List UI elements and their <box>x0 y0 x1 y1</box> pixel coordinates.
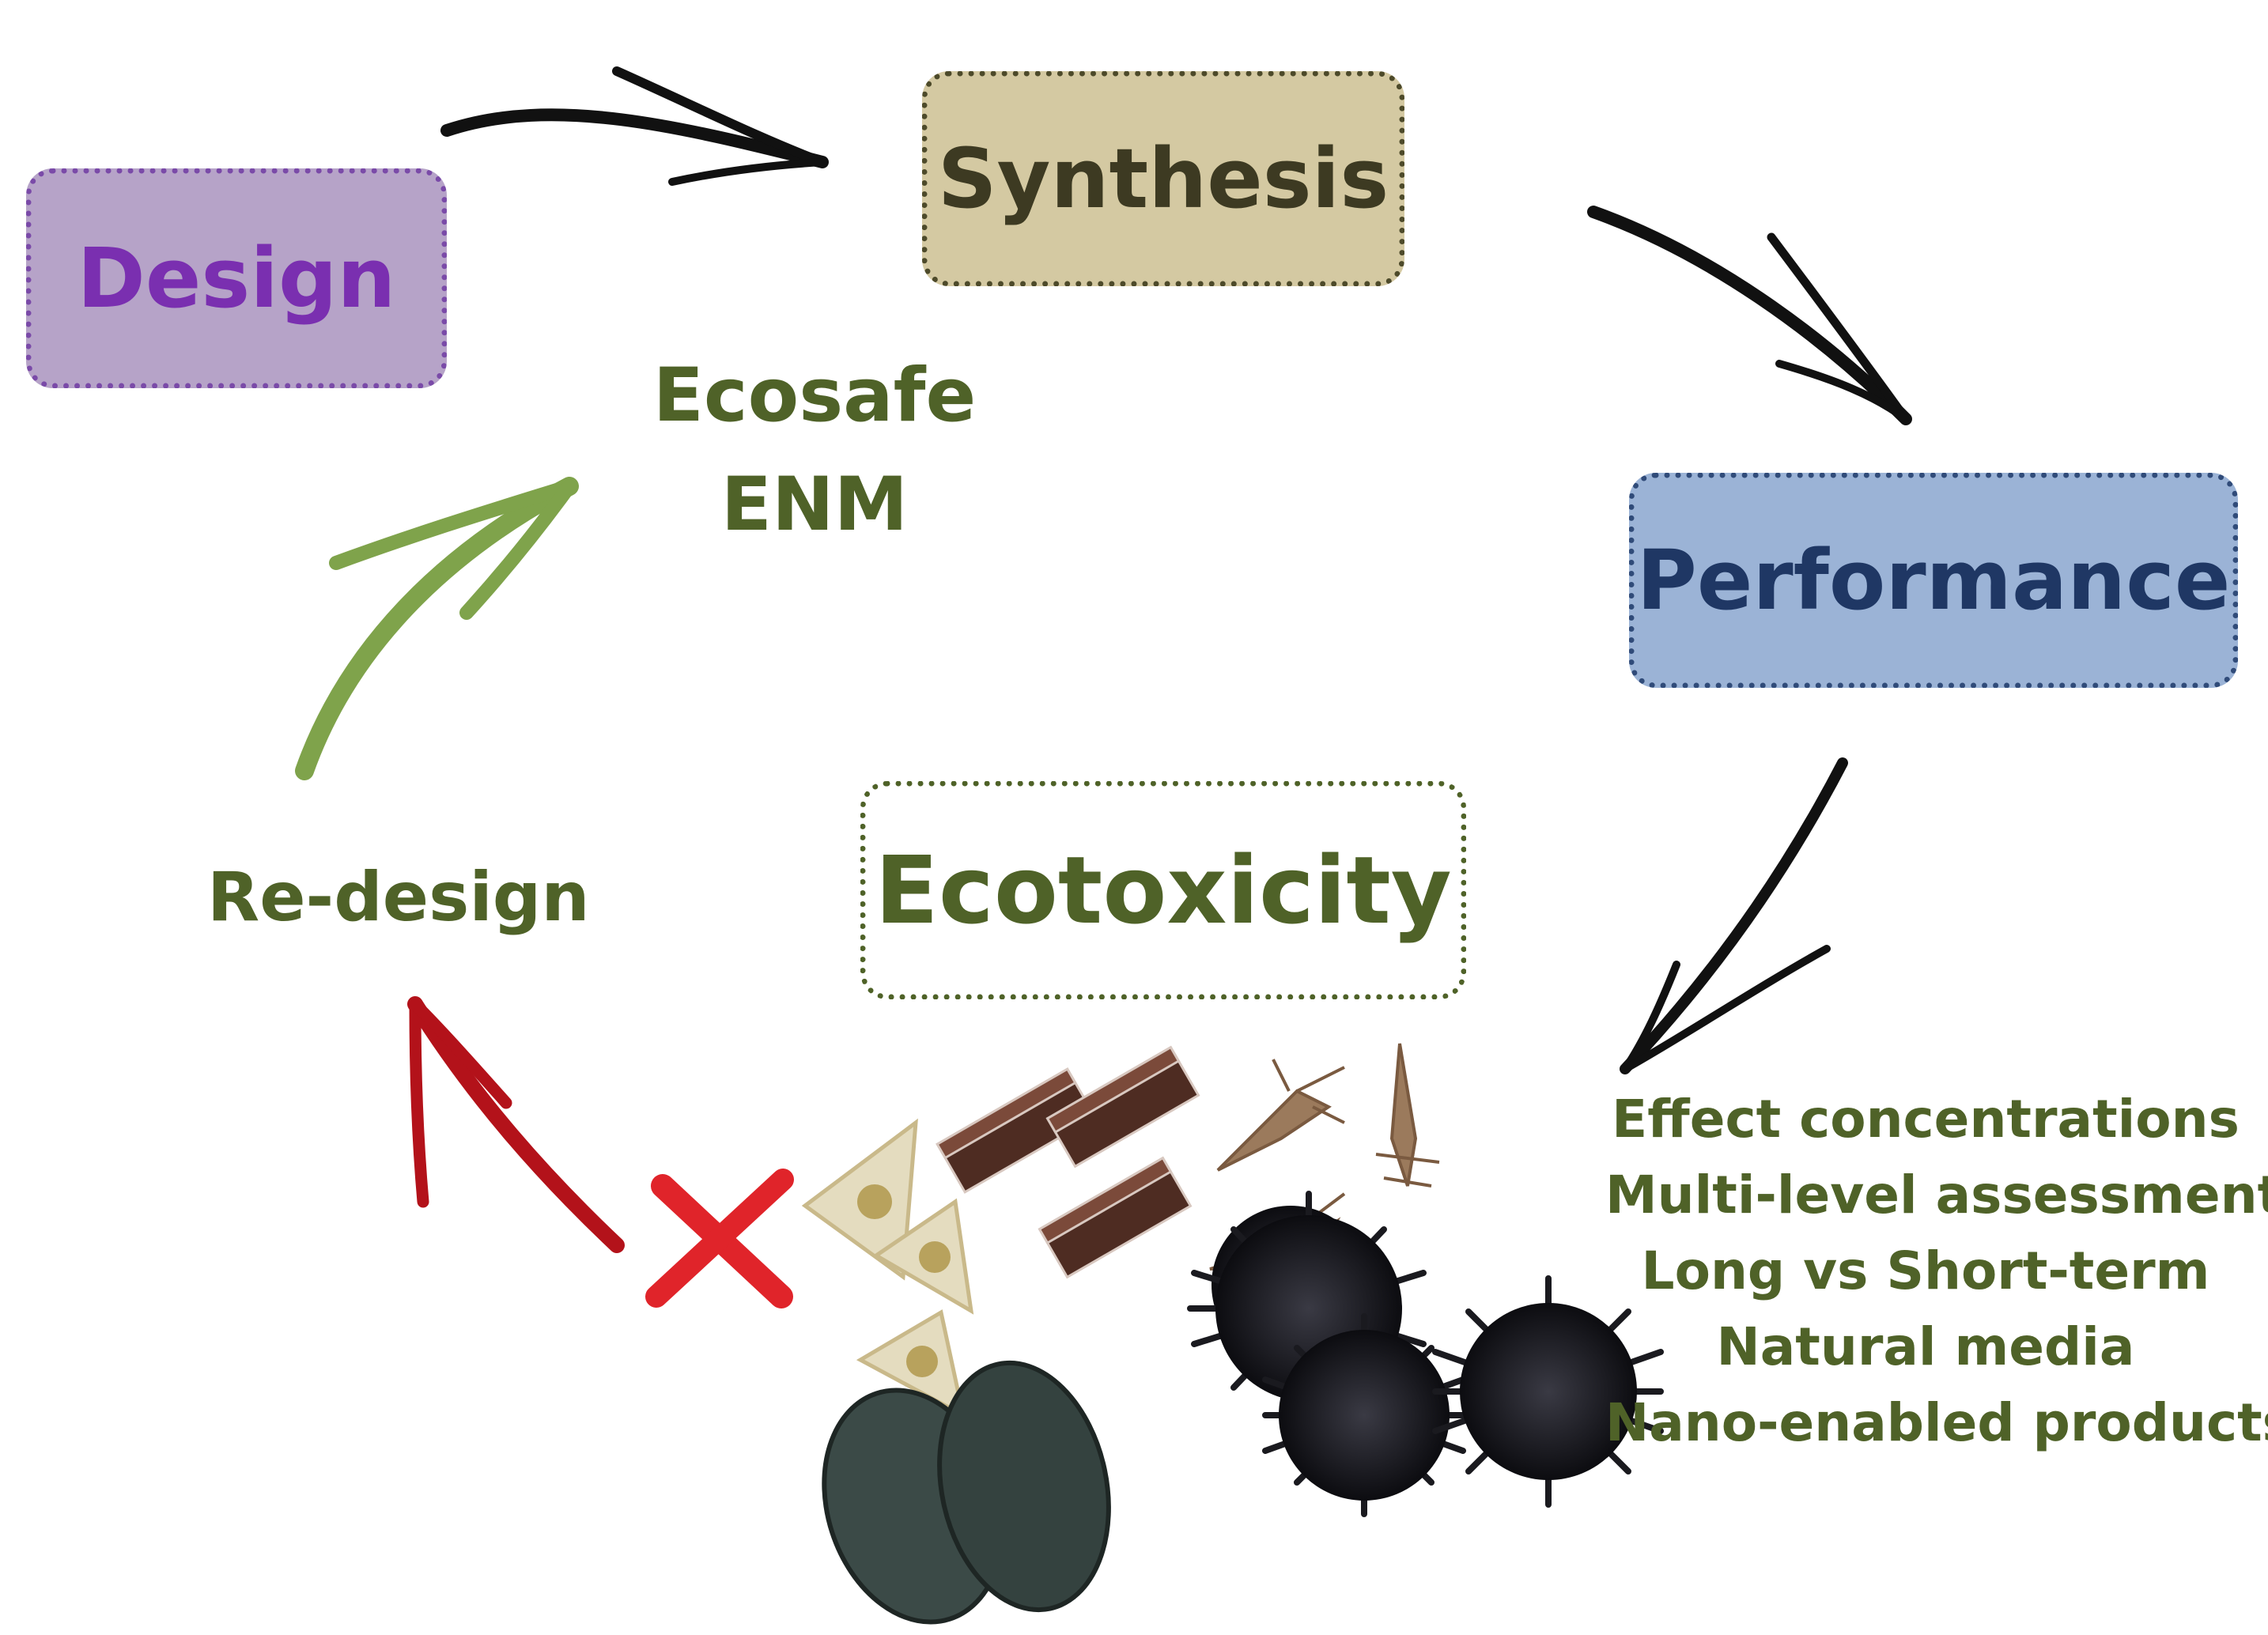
performance-box: Performance <box>1629 473 2238 688</box>
consideration-item: Nano-enabled products <box>1605 1392 2268 1453</box>
arrow-design-to-synthesis <box>440 66 829 186</box>
consideration-item: Effect concentrations <box>1612 1089 2240 1150</box>
diatom-icon <box>801 1118 974 1419</box>
mussel-icon <box>822 1360 1111 1625</box>
redesign-label: Re-design <box>207 858 590 937</box>
sea-urchin-icon <box>1187 1191 1664 1517</box>
consideration-item: Long vs Short-term <box>1641 1240 2210 1301</box>
synthesis-label: Synthesis <box>937 130 1389 227</box>
arrow-performance-to-ecotoxicity <box>1620 757 1848 1074</box>
ecosafe-enm-label: Ecosafe ENM <box>617 342 1012 560</box>
arrow-synthesis-to-performance <box>1587 206 1912 425</box>
ecotoxicity-box: Ecotoxicity <box>860 781 1466 999</box>
enm-line: ENM <box>720 462 909 548</box>
design-box: Design <box>26 168 447 388</box>
arrow-ecotoxicity-to-redesign <box>407 996 625 1253</box>
consideration-item: Natural media <box>1716 1316 2135 1377</box>
performance-label: Performance <box>1636 532 2231 629</box>
reject-cross-icon <box>645 1169 794 1308</box>
arrow-redesign-to-ecosafe <box>295 477 579 780</box>
consideration-item: Multi-level assessment <box>1605 1165 2268 1225</box>
bacteria-chain-icon <box>936 1045 1200 1279</box>
design-label: Design <box>77 230 396 327</box>
considerations-list: Effect concentrations Multi-level assess… <box>1605 1082 2268 1461</box>
ecotoxicity-label: Ecotoxicity <box>875 836 1452 945</box>
ecosafe-line: Ecosafe <box>652 353 977 439</box>
synthesis-box: Synthesis <box>922 71 1404 286</box>
